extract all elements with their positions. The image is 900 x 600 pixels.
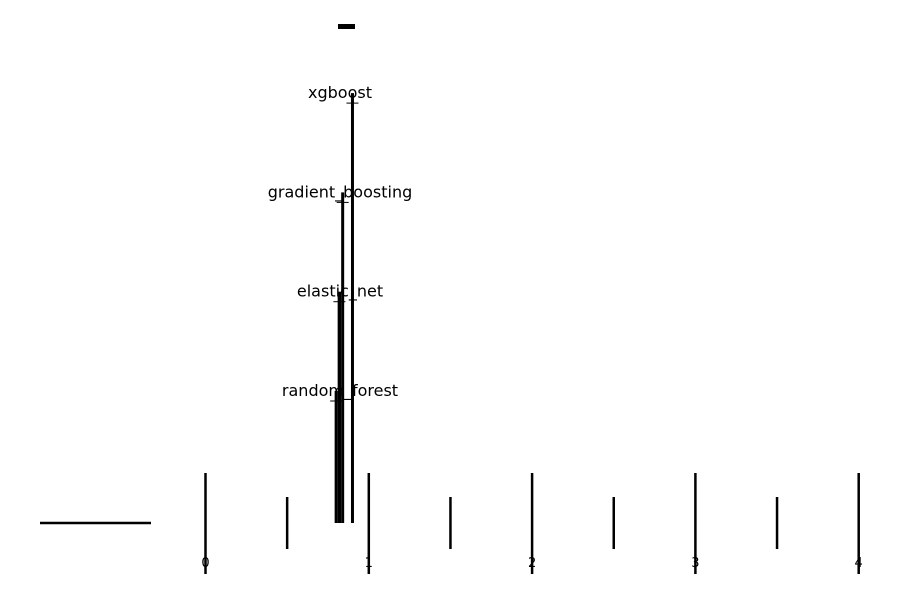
x-tick-label: 0 bbox=[201, 556, 209, 571]
bar bbox=[341, 192, 345, 523]
category-label: random_forest bbox=[282, 381, 398, 401]
x-tick-label: 2 bbox=[528, 556, 536, 571]
category-label: xgboost bbox=[308, 83, 372, 102]
bars-layer bbox=[330, 93, 359, 523]
x-tick-label: 4 bbox=[855, 556, 863, 571]
category-labels: random_forest elastic_net gradient_boostin… bbox=[268, 83, 412, 401]
x-tick-label: 1 bbox=[365, 556, 373, 571]
bar bbox=[337, 291, 342, 523]
bar bbox=[350, 93, 354, 523]
decor-layer bbox=[40, 24, 355, 525]
category-label: elastic_net bbox=[297, 282, 383, 302]
bar bbox=[334, 391, 338, 523]
x-tick-label: 3 bbox=[691, 556, 699, 571]
category-label: gradient_boosting bbox=[268, 182, 412, 202]
axis-ticks: 0 1 2 3 4 bbox=[201, 473, 863, 574]
